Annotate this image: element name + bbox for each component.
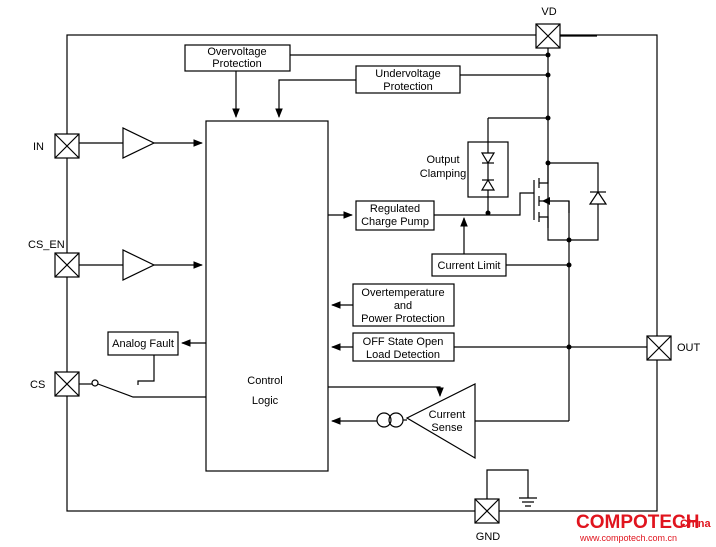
pin-label-in: IN xyxy=(33,141,44,153)
pin-cs-box xyxy=(54,371,80,397)
current-sense-label-1: Current xyxy=(429,409,466,421)
pin-label-vd: VD xyxy=(541,6,556,18)
charge-pump-label-1: Regulated xyxy=(370,203,420,215)
output-clamping-label-2: Clamping xyxy=(420,168,466,180)
pin-out-box xyxy=(646,335,672,361)
watermark-url: www.compotech.com.cn xyxy=(579,533,677,543)
control-logic-label-2: Logic xyxy=(252,395,279,407)
undervoltage-label-2: Protection xyxy=(383,81,433,93)
overvoltage-box xyxy=(184,44,291,72)
analog-fault-box xyxy=(107,331,179,356)
pin-label-gnd: GND xyxy=(476,531,501,543)
control-logic-label-1: Control xyxy=(247,375,282,387)
in-buffer xyxy=(122,127,156,159)
current-sense-amplifier xyxy=(405,383,476,460)
output-clamping-label-1: Output xyxy=(426,154,459,166)
watermark-region: China xyxy=(680,518,711,530)
cs-en-buffer xyxy=(122,249,156,281)
analog-fault-label: Analog Fault xyxy=(112,338,174,350)
watermark-brand: COMPOTECH xyxy=(576,512,700,533)
junction-dots xyxy=(485,52,572,350)
wires xyxy=(79,35,647,507)
control-logic-box xyxy=(205,120,329,472)
current-limit-label: Current Limit xyxy=(438,260,501,272)
off-state-label-1: OFF State Open xyxy=(363,336,444,348)
pin-label-out: OUT xyxy=(677,342,701,354)
pin-gnd-box xyxy=(474,498,500,524)
pin-label-cs: CS xyxy=(30,379,45,391)
body-diode xyxy=(588,190,608,205)
overtemp-label-3: Power Protection xyxy=(361,313,445,325)
pin-label-cs-en: CS_EN xyxy=(28,239,65,251)
off-state-label-2: Load Detection xyxy=(366,349,440,361)
pin-in-box xyxy=(54,133,80,159)
overtemp-label-2: and xyxy=(394,300,412,312)
clamp-diodes xyxy=(480,152,496,191)
current-sense-label-2: Sense xyxy=(431,422,462,434)
pin-cs-en-box xyxy=(54,252,80,278)
overvoltage-label-1: Overvoltage xyxy=(207,46,266,58)
overvoltage-label-2: Protection xyxy=(212,58,262,70)
pin-vd-box xyxy=(535,23,561,49)
current-source-circle-left xyxy=(376,412,392,428)
undervoltage-label-1: Undervoltage xyxy=(375,68,440,80)
overtemp-label-1: Overtemperature xyxy=(361,287,444,299)
charge-pump-label-2: Charge Pump xyxy=(361,216,429,228)
mosfet-arrow xyxy=(542,197,550,205)
